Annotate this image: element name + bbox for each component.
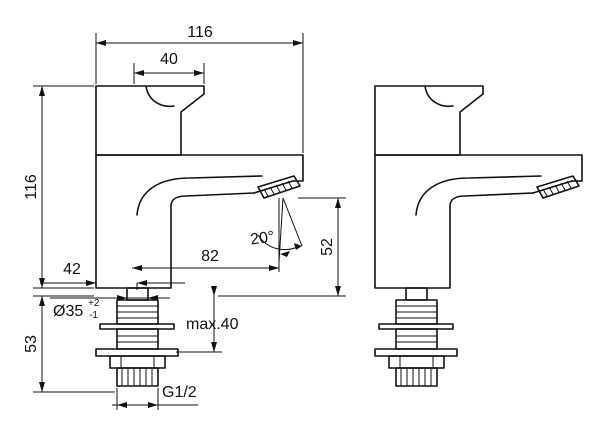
dim-hole-diameter-label: Ø35 bbox=[53, 303, 83, 320]
dim-body-offset-label: 42 bbox=[63, 261, 81, 278]
dim-spout-reach-label: 82 bbox=[201, 248, 219, 265]
dim-below-deck: 53 bbox=[23, 295, 115, 393]
aerator-nozzle bbox=[253, 175, 301, 199]
dim-hole-tolerance-lower: -1 bbox=[89, 310, 98, 321]
dim-deck-thickness: max.40 bbox=[176, 286, 239, 353]
dim-spout-angle: 20° bbox=[249, 197, 303, 263]
dim-body-offset: 42 bbox=[40, 261, 185, 290]
dim-spout-reach: 82 bbox=[132, 198, 280, 272]
dim-overall-height: 116 bbox=[23, 85, 94, 289]
tap-body bbox=[95, 154, 255, 289]
tap-side-view-left bbox=[95, 85, 304, 387]
tap-side-view-right bbox=[374, 85, 583, 387]
dim-handle-width-label: 40 bbox=[160, 51, 178, 68]
dim-spout-height: 52 bbox=[218, 197, 346, 297]
dim-overall-width-label: 116 bbox=[187, 24, 213, 41]
spout-arm bbox=[95, 154, 304, 182]
dim-spout-angle-label: 20° bbox=[249, 228, 275, 248]
mounting-fitting bbox=[95, 287, 179, 387]
dim-overall-height-label: 116 bbox=[23, 174, 40, 200]
dim-thread: G1/2 bbox=[112, 384, 198, 410]
dim-hole-tolerance-upper: +2 bbox=[88, 298, 100, 309]
dim-handle-width: 40 bbox=[133, 51, 205, 84]
dim-hole-diameter: Ø35 +2 -1 bbox=[50, 295, 170, 321]
dim-spout-height-label: 52 bbox=[319, 238, 336, 256]
handle-lever-curve bbox=[145, 85, 175, 108]
dim-below-deck-label: 53 bbox=[23, 335, 40, 353]
dim-thread-label: G1/2 bbox=[162, 384, 197, 401]
dim-deck-thickness-label: max.40 bbox=[186, 316, 239, 333]
dim-overall-width: 116 bbox=[95, 24, 304, 153]
body-inner-curve bbox=[136, 175, 263, 216]
